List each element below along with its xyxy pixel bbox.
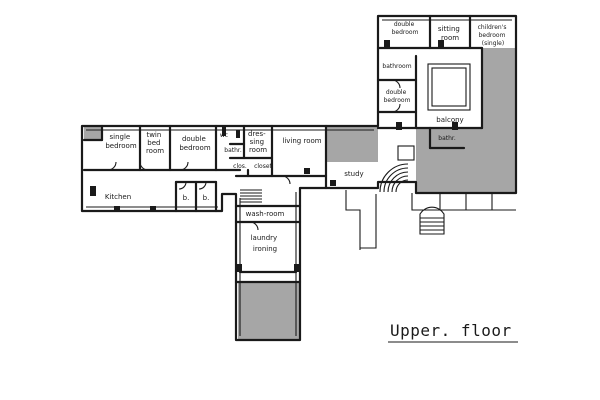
label-dressing-room: dres- sing room (248, 130, 268, 154)
room-labels: double bedroom sitting room children's b… (105, 21, 509, 253)
label-bathr-right: bathr. (438, 135, 456, 142)
label-double-bedroom-top: double bedroom (392, 21, 419, 36)
label-study: study (344, 170, 363, 178)
label-bathroom-right: bathroom (382, 63, 411, 70)
label-twin-bed-room: twin bed room (146, 131, 164, 155)
staircase-laundry (240, 189, 262, 203)
staircase-exterior (419, 206, 445, 235)
terrace-outline (345, 190, 516, 250)
label-wash-room: wash-room (246, 210, 285, 218)
shade-right-lower (416, 128, 516, 193)
label-single-bedroom: single bedroom (105, 133, 136, 150)
label-laundry-ironing: laundry ironing (251, 234, 280, 253)
shaded-areas (84, 48, 516, 340)
shade-middle (326, 126, 378, 162)
label-b2: b. (203, 194, 210, 202)
wall-piers (90, 40, 458, 272)
label-wc: wc (220, 132, 228, 139)
shade-left-top (84, 126, 102, 140)
label-bathr-left: bathr. (224, 147, 242, 154)
label-childrens-bedroom: children's bedroom (single) (478, 24, 509, 47)
label-double-bedroom-right: double bedroom (384, 89, 411, 104)
door-swings (107, 79, 401, 231)
shade-bottom (238, 282, 300, 340)
label-kitchen: Kitchen (105, 193, 131, 201)
label-closet: closet (254, 163, 272, 170)
balcony-frame (427, 63, 471, 111)
staircase-main (379, 145, 415, 193)
plan-title: Upper. floor (390, 321, 512, 340)
label-living-room: living room (282, 137, 321, 145)
label-clos: clos. (233, 163, 247, 170)
internal-walls (82, 14, 484, 284)
label-balcony: balcony (436, 116, 463, 124)
label-double-bedroom-left: double bedroom (179, 135, 210, 152)
label-sitting-room: sitting room (438, 25, 462, 42)
label-b1: b. (183, 194, 190, 202)
